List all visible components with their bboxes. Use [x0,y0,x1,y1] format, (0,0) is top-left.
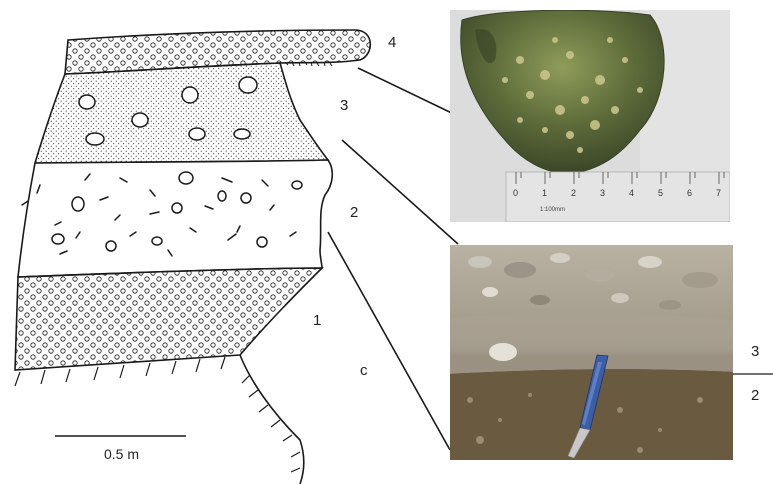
layer-label-2: 2 [350,204,358,221]
ruler-number: 2 [571,188,576,198]
connector-layer-3-to-bottom-photo [342,140,458,244]
substrate-outline [240,355,304,484]
layer-label-4: 4 [388,34,396,51]
cobble [132,113,148,127]
photo-outcrop [450,245,733,460]
outcrop-cobble [489,343,517,361]
stratigraphic-section: 4 3 2 1 c 0.5 m [15,30,396,484]
ruler-number: 1 [542,188,547,198]
ruler-number: 3 [600,188,605,198]
cobble [234,129,250,139]
connector-layer-4-to-top-photo [358,68,460,117]
cobble [86,133,104,145]
layer-2-unit [18,160,332,277]
ruler-number: 4 [629,188,634,198]
scale-bar-label: 0.5 m [104,446,139,462]
cobble [182,87,198,103]
substrate-hatch [15,357,300,472]
cobble [79,95,95,109]
boundary-label-lower: 2 [751,387,759,404]
connector-layer-2-to-bottom-photo [328,232,450,450]
cobble [189,128,205,140]
layer-label-1: 1 [313,312,321,329]
layer-1-unit [15,268,322,370]
ruler-number: 6 [687,188,692,198]
ruler-number: 7 [716,188,721,198]
layer-label-c: c [360,362,368,379]
ruler-caption: 1:100mm [540,207,565,213]
ruler-number: 5 [658,188,663,198]
photo-specimen: 0 1 2 3 4 5 6 7 1:100mm [450,10,730,222]
cobble [239,77,257,93]
ruler-number: 0 [513,188,518,198]
ruler [506,172,730,222]
layer-3-unit [35,63,328,163]
boundary-marker: 3 2 [733,343,773,404]
outcrop-layer-3-ledge [450,312,733,374]
layer-label-3: 3 [340,97,348,114]
boundary-label-upper: 3 [751,343,759,360]
connector-lines [328,68,460,450]
